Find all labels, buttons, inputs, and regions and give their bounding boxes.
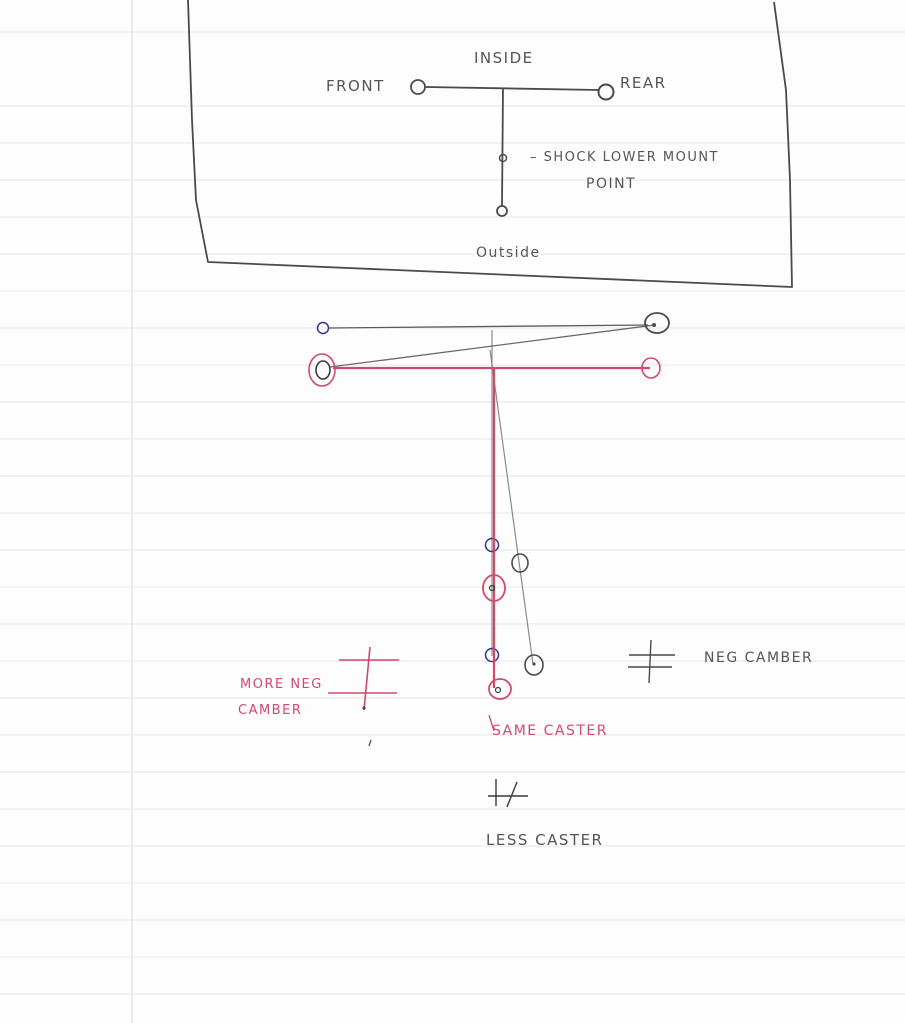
top-arm-diagram xyxy=(425,86,600,207)
label-camber-red: CAMBER xyxy=(238,703,302,718)
label-less-caster: LESS CASTER xyxy=(486,831,603,849)
rear-pivot-circle xyxy=(597,83,615,101)
camber-symbol-dot xyxy=(362,706,366,710)
red-rear-pivot-circle xyxy=(641,357,661,379)
sketch-box xyxy=(187,0,793,288)
shock-mount-circle xyxy=(498,153,508,163)
blue-shock-mount-circle xyxy=(484,537,500,553)
pencil-shock-dot xyxy=(488,584,496,592)
same-caster-tick xyxy=(488,714,495,732)
red-front-pivot-circle xyxy=(308,353,336,387)
more-neg-camber-symbol xyxy=(328,646,399,711)
label-rear: REAR xyxy=(620,74,667,92)
blue-front-pivot-circle xyxy=(316,321,330,335)
original-arm-blue xyxy=(316,321,649,663)
blue-ball-joint-circle xyxy=(484,647,500,663)
red-ball-joint-circle xyxy=(488,678,512,700)
label-front: FRONT xyxy=(326,77,385,95)
gray-shock-mount-circle xyxy=(511,553,529,573)
pencil-front-pivot-circle xyxy=(315,360,331,380)
less-caster-symbol xyxy=(488,779,528,808)
red-shock-mount-circle xyxy=(482,574,506,602)
gray-rear-pivot-circle xyxy=(644,312,670,334)
ruled-lines xyxy=(0,31,905,995)
gray-rear-pivot-dot xyxy=(652,323,656,327)
neg-camber-symbol xyxy=(628,639,675,684)
label-shock-mount-line1: – SHOCK LOWER MOUNT xyxy=(530,150,719,165)
outside-ball-joint-circle xyxy=(496,205,508,217)
label-shock-mount-line2: POINT xyxy=(586,176,636,192)
front-pivot-circle xyxy=(410,79,426,95)
label-inside: INSIDE xyxy=(474,49,534,67)
label-more-neg: MORE NEG xyxy=(240,677,323,692)
label-outside: Outside xyxy=(476,245,541,261)
pencil-ball-joint-dot xyxy=(494,686,502,694)
shifted-arm-red xyxy=(308,353,661,700)
rotated-arm-gray xyxy=(329,312,670,676)
gray-ball-joint-dot xyxy=(532,662,536,666)
gray-ball-joint-circle xyxy=(524,654,544,676)
label-same-caster: SAME CASTER xyxy=(492,723,608,739)
label-neg-camber: NEG CAMBER xyxy=(704,650,813,666)
stray-pencil-mark xyxy=(368,739,372,747)
